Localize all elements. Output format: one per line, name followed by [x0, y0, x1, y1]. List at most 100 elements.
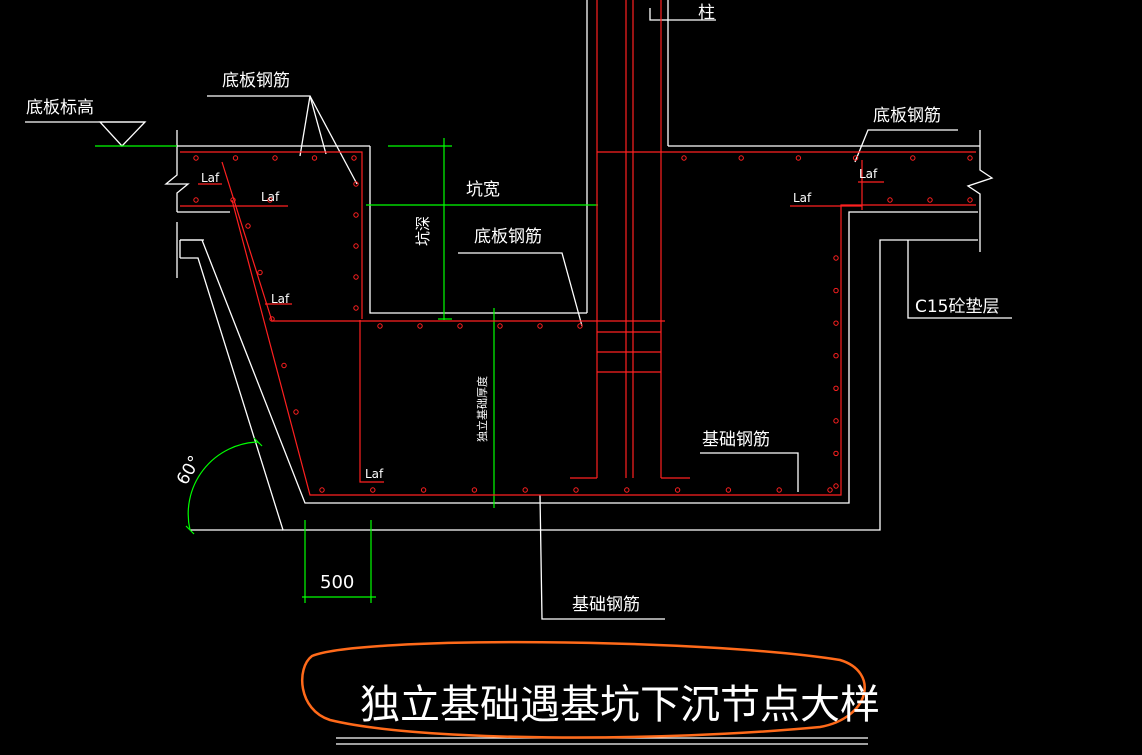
foundation-thickness-label: 独立基础厚度: [475, 376, 489, 442]
slab-rebar-top-right-label: 底板钢筋: [873, 106, 941, 126]
rebar-dot: [833, 320, 839, 326]
rebar-dot: [497, 323, 503, 329]
rebar-dot: [319, 487, 325, 493]
rebar-dot: [245, 223, 251, 229]
rebar-dot: [257, 269, 263, 276]
foundation-slope-outline: [180, 211, 978, 504]
title-block: 独立基础遇基坑下沉节点大样: [300, 640, 880, 739]
rebar-dot: [887, 197, 893, 203]
rebar-dot: [967, 197, 973, 203]
rebar-dot: [353, 212, 359, 218]
rebar-dot: [311, 155, 318, 161]
leader-column: [649, 8, 716, 21]
rebar-dot: [833, 385, 839, 391]
rebar-dot: [738, 155, 744, 161]
rebar-dot: [537, 323, 543, 329]
rebar-dot: [272, 155, 278, 161]
rebar-dot: [910, 155, 916, 161]
rebar-dot: [833, 418, 839, 424]
laf-label-4: Laf: [365, 467, 384, 481]
offset-label: 500: [320, 572, 354, 593]
pit-outline: [369, 146, 587, 314]
rebar-dot: [681, 155, 687, 161]
rebar-dot: [927, 197, 933, 203]
right-break-mark: [966, 130, 994, 252]
slab-top-rebar-left: [180, 151, 363, 319]
rebar-dot: [624, 487, 630, 493]
rebar-dot: [827, 487, 833, 493]
rebar-dot: [193, 197, 199, 203]
rebar-dot: [232, 155, 239, 161]
cushion-label: C15砼垫层: [915, 297, 1000, 317]
rebar-dot: [417, 323, 423, 329]
leader-cushion: [907, 240, 1012, 319]
rebar-dot: [377, 323, 383, 329]
rebar-dot: [967, 155, 973, 161]
concrete-outline: [25, 0, 1012, 745]
rebar-dots: [193, 155, 973, 493]
rebar-dot: [267, 197, 273, 203]
dimension-lines: [95, 138, 598, 603]
rebar-dot: [833, 255, 839, 261]
laf-label-3: Laf: [271, 292, 290, 306]
rebar-dot: [577, 323, 583, 329]
leader-slab-rebar-pit: [458, 252, 583, 327]
rebar-dot: [725, 487, 732, 493]
rebar-dot: [230, 197, 236, 203]
angle-label: 60°: [173, 452, 205, 488]
leader-foundation-rebar-right: [700, 452, 799, 492]
leader-slab-rebar-right: [854, 129, 958, 163]
drawing-title: 独立基础遇基坑下沉节点大样: [360, 682, 880, 728]
rebar-dot: [776, 487, 782, 493]
slab-rebar-diagonal: [221, 161, 273, 322]
rebar-dot: [471, 487, 478, 493]
cushion-slope-outline: [180, 239, 978, 531]
foundation-rebar-right-label: 基础钢筋: [702, 430, 770, 450]
column-label: 柱: [698, 3, 715, 23]
rebar-dot: [795, 155, 802, 161]
rebar-dot: [522, 487, 528, 493]
angle-tick-b: [253, 437, 263, 447]
rebar-dot: [353, 181, 359, 187]
left-break-mark: [164, 130, 190, 212]
rebar-dot: [281, 362, 287, 369]
slab-elevation-label: 底板标高: [26, 98, 94, 118]
foundation-rebar-bottom-label: 基础钢筋: [572, 595, 640, 615]
pit-width-label: 坑宽: [466, 180, 500, 200]
rebar-dot: [420, 487, 427, 493]
rebar-dot: [353, 274, 359, 280]
pit-depth-label: 坑深: [414, 216, 432, 246]
rebar-dot: [674, 487, 681, 493]
angle-arc: [187, 441, 259, 531]
rebar-dot: [353, 243, 359, 249]
foundation-rebar-lap: [359, 320, 384, 483]
elevation-triangle: [98, 121, 147, 147]
rebar-dot: [833, 450, 839, 457]
leader-slab-rebar-left-b: [309, 95, 358, 185]
rebar-dot: [457, 323, 463, 329]
rebar-dot: [193, 155, 199, 161]
rebar-dot: [353, 305, 359, 311]
foundation-rebar: [231, 199, 976, 496]
slab-rebar-top-left-label: 底板钢筋: [222, 71, 290, 91]
labels: 柱 底板钢筋 底板标高 底板钢筋 坑宽 坑深 底板钢筋 C15砼垫层 独立基础厚…: [26, 3, 1000, 615]
rebar-dot: [573, 487, 579, 493]
rebar-dot: [852, 155, 859, 161]
rebar-dot: [269, 316, 275, 322]
laf-label-2: Laf: [261, 190, 280, 204]
rebar-dot: [293, 409, 299, 415]
rebar-lines: [180, 0, 976, 496]
rebar-dot: [351, 155, 357, 161]
laf-label-6: Laf: [859, 167, 878, 181]
title-highlight-ellipse: [300, 640, 866, 739]
angle-tick-a: [185, 525, 195, 535]
rebar-dot: [833, 287, 839, 294]
rebar-dot: [833, 353, 839, 359]
laf-label-1: Laf: [201, 171, 220, 185]
rebar-dot: [833, 483, 839, 489]
slab-rebar-pit-label: 底板钢筋: [474, 227, 542, 247]
leader-foundation-rebar-bottom: [539, 494, 665, 620]
laf-label-5: Laf: [793, 191, 812, 205]
